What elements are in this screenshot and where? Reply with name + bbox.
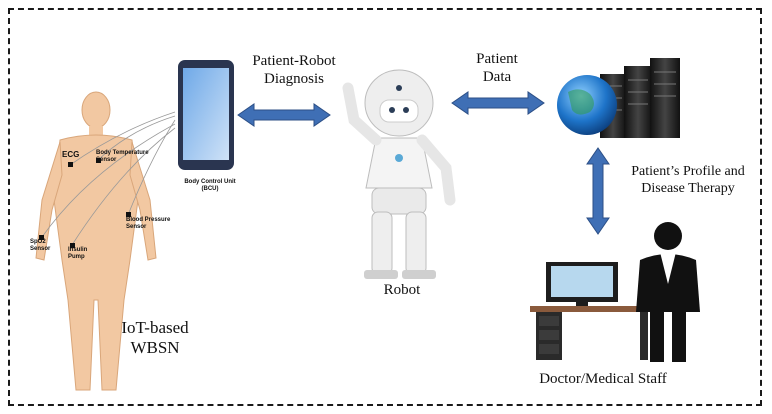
sensor-markers bbox=[39, 158, 131, 248]
sensor-links bbox=[41, 111, 176, 246]
label-robot: Robot bbox=[383, 282, 421, 298]
arrow-patient-data bbox=[451, 91, 545, 115]
arrow-patient-robot bbox=[237, 103, 331, 127]
sensor-blood-pressure: Blood Pressure Sensor bbox=[126, 217, 171, 230]
label-patient-data: Patient Data bbox=[476, 51, 518, 85]
sensor-spo2: SpO2 Sensor bbox=[30, 239, 51, 252]
sensor-body-temperature: Body Temperature Sensor bbox=[96, 150, 149, 163]
label-profile-therapy: Patient’s Profile and Disease Therapy bbox=[631, 164, 745, 196]
label-iot-wbsn: IoT-based WBSN bbox=[121, 318, 189, 358]
label-bcu: Body Control Unit (BCU) bbox=[184, 179, 236, 192]
arrow-profile-therapy bbox=[586, 147, 610, 235]
sensor-ecg: ECG bbox=[62, 150, 80, 159]
cloud-server-icon bbox=[557, 58, 680, 138]
sensor-insulin-pump: Insulin Pump bbox=[68, 247, 88, 260]
body-figure bbox=[35, 91, 157, 391]
diagram-frame bbox=[8, 8, 762, 406]
doctor-desk-icon bbox=[530, 222, 700, 362]
robot-icon bbox=[342, 69, 456, 279]
label-patient-robot-diagnosis: Patient-Robot Diagnosis bbox=[252, 53, 336, 87]
label-doctor-staff: Doctor/Medical Staff bbox=[539, 371, 667, 387]
phone-icon bbox=[178, 60, 234, 170]
